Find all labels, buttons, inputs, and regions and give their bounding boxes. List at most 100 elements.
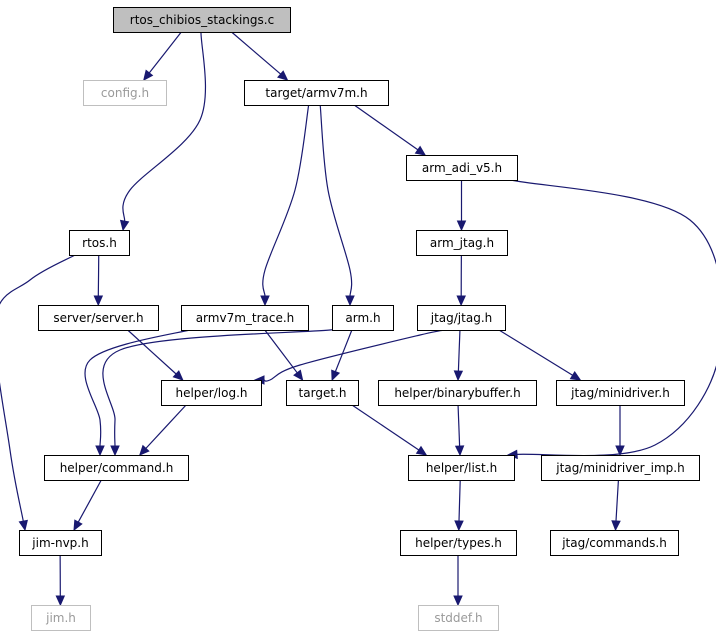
arrowhead [172, 370, 184, 381]
node-box [406, 155, 518, 181]
node-server-server-h[interactable]: server/server.h [38, 305, 159, 331]
node-box [161, 380, 262, 406]
edge-command-to-jimnvp [73, 479, 102, 532]
arrowhead [119, 219, 130, 232]
edge-line [77, 479, 102, 523]
nodes-layer: rtos_chibios_stackings.c config.h target/a… [19, 7, 700, 631]
arrowhead [143, 69, 154, 81]
node-label: target.h [299, 386, 347, 400]
edge-line [148, 31, 182, 74]
arrowhead [93, 295, 104, 307]
node-box [113, 7, 291, 33]
node-jtag-jtag-h[interactable]: jtag/jtag.h [417, 305, 506, 331]
node-helper-binarybuffer-h[interactable]: helper/binarybuffer.h [378, 380, 537, 406]
arrowhead [454, 445, 465, 457]
edge-minidriver-to-minidrvimp [615, 405, 625, 457]
arrowhead [293, 369, 304, 381]
node-label: config.h [101, 86, 149, 100]
node-arm-adi-v5-h[interactable]: arm_adi_v5.h [406, 155, 518, 181]
node-jtag-minidriver-imp-h[interactable]: jtag/minidriver_imp.h [541, 455, 700, 481]
node-target-h[interactable]: target.h [286, 380, 359, 406]
edge-armv7m-to-arm [319, 104, 355, 307]
node-jim-nvp-h[interactable]: jim-nvp.h [19, 530, 102, 556]
edge-root-to-rtos [119, 31, 206, 232]
node-armv7m-trace-h[interactable]: armv7m_trace.h [181, 305, 309, 331]
node-target-armv7m-h[interactable]: target/armv7m.h [244, 80, 389, 106]
edge-arm-to-target [331, 329, 353, 382]
edge-line [510, 179, 716, 457]
node-arm-jtag-h[interactable]: arm_jtag.h [416, 230, 508, 256]
node-label: stddef.h [434, 611, 482, 625]
arrowhead [454, 520, 464, 532]
node-box [31, 605, 91, 631]
edge-line [457, 329, 461, 372]
edge-list-to-types [454, 479, 464, 532]
node-box [408, 455, 515, 481]
node-rtos-chibios-stackings-c[interactable]: rtos_chibios_stackings.c [113, 7, 291, 33]
node-label: rtos_chibios_stackings.c [130, 13, 274, 27]
node-box [541, 455, 700, 481]
edge-binbuf-to-list [454, 404, 465, 457]
edge-server-to-log [127, 329, 184, 381]
node-box [378, 380, 537, 406]
edge-target-to-list [351, 404, 428, 456]
node-helper-types-h[interactable]: helper/types.h [400, 530, 517, 556]
node-helper-log-h[interactable]: helper/log.h [161, 380, 262, 406]
node-box [181, 305, 309, 331]
node-rtos-h[interactable]: rtos.h [69, 230, 130, 256]
edge-adi-to-armjtag [456, 179, 467, 232]
edge-line [319, 104, 353, 297]
node-jim-h[interactable]: jim.h [31, 605, 91, 631]
node-label: helper/list.h [426, 461, 497, 475]
node-box [38, 305, 159, 331]
node-box [556, 380, 685, 406]
arrowhead [415, 445, 428, 456]
node-box [417, 305, 506, 331]
node-helper-list-h[interactable]: helper/list.h [408, 455, 515, 481]
node-box [400, 530, 517, 556]
arrowhead [456, 220, 467, 232]
edge-line [334, 329, 353, 372]
node-box [332, 305, 394, 331]
edge-line [145, 404, 187, 449]
node-config-h[interactable]: config.h [83, 80, 167, 106]
node-stddef-h[interactable]: stddef.h [418, 605, 499, 631]
node-label: jtag/commands.h [561, 536, 667, 550]
arrowhead [18, 519, 28, 532]
arrowhead [331, 369, 341, 382]
node-box [83, 80, 167, 106]
node-label: helper/log.h [175, 386, 247, 400]
node-label: arm.h [345, 311, 380, 325]
edge-minidrvimp-to-commands [611, 479, 621, 532]
node-box [416, 230, 508, 256]
node-label: rtos.h [82, 236, 117, 250]
node-box [418, 605, 499, 631]
node-label: target/armv7m.h [265, 86, 367, 100]
edge-line [122, 31, 206, 222]
edge-jtag-to-log [253, 329, 447, 385]
arrowhead [611, 520, 621, 532]
edge-jtag-to-binbuf [453, 329, 464, 382]
node-box [286, 380, 359, 406]
edge-armjtag-to-jtag [456, 254, 466, 307]
node-label: jim-nvp.h [31, 536, 88, 550]
node-jtag-minidriver-h[interactable]: jtag/minidriver.h [556, 380, 685, 406]
node-box [69, 230, 130, 256]
edge-log-to-command [138, 404, 187, 456]
node-arm-h[interactable]: arm.h [332, 305, 394, 331]
edge-jtag-to-minidriver [498, 329, 582, 381]
arrowhead [345, 295, 355, 307]
edge-armv7m-to-adi [353, 104, 427, 156]
node-label: arm_jtag.h [430, 236, 494, 250]
edge-line [353, 104, 419, 151]
node-label: arm_adi_v5.h [422, 161, 502, 175]
node-box [550, 530, 679, 556]
node-box [44, 455, 189, 481]
edge-line [458, 479, 461, 522]
arrowhead [615, 445, 625, 457]
arrowhead [73, 519, 83, 532]
edge-adi-to-list [506, 179, 716, 460]
node-helper-command-h[interactable]: helper/command.h [44, 455, 189, 481]
node-jtag-commands-h[interactable]: jtag/commands.h [550, 530, 679, 556]
